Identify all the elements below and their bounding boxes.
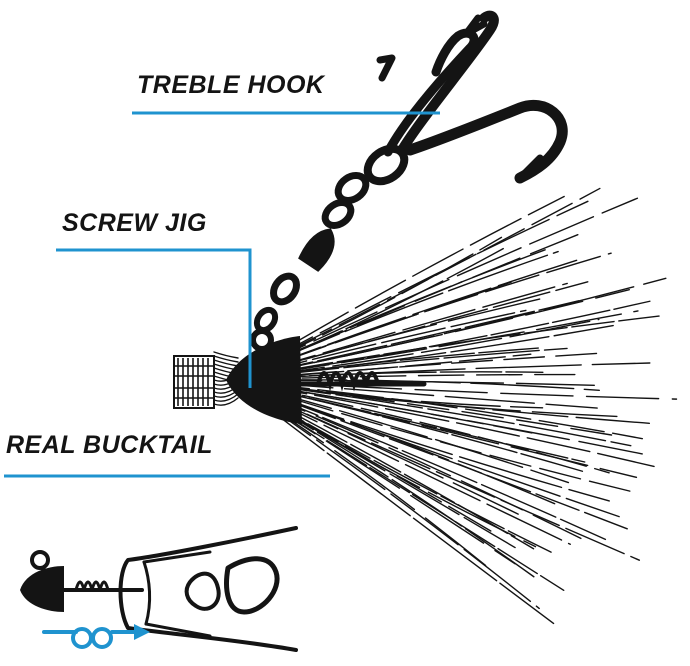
hair-fiber (240, 387, 555, 625)
soft-bait-icon (118, 526, 298, 652)
hair-fiber (243, 381, 613, 436)
label-screw-jig: SCREW JIG (62, 209, 207, 237)
hair-fiber (241, 386, 565, 592)
swivel-chain (250, 172, 370, 352)
hair-fiber (243, 352, 608, 380)
label-treble-hook: TREBLE HOOK (137, 71, 325, 99)
label-real-bucktail: REAL BUCKTAIL (6, 431, 213, 459)
hair-fiber (213, 355, 239, 363)
jig-head-icon (226, 336, 302, 424)
treble-hook-icon (363, 10, 568, 186)
leader-lines (4, 111, 440, 478)
thread-wrap (173, 355, 215, 409)
screw-jig-leader (56, 248, 252, 388)
twist-arrow-icon (42, 624, 150, 649)
small-jig-icon (20, 550, 144, 612)
hair-fiber (241, 187, 601, 375)
hair-fiber (243, 300, 651, 379)
hair-fiber (213, 397, 239, 406)
hair-fiber (213, 351, 239, 359)
screw-coil-icon (297, 371, 427, 392)
hair-fiber (213, 393, 239, 402)
